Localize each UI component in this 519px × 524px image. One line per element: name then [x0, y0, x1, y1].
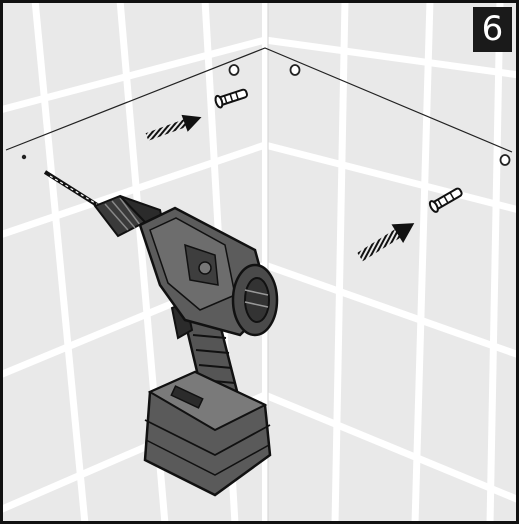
drill-battery-pack: [143, 370, 272, 497]
insert-direction-arrow-icon: [357, 223, 415, 262]
cordless-drill-icon: [43, 170, 279, 497]
drill-bit: [43, 170, 107, 212]
step-number-badge: 6: [473, 7, 512, 52]
drill-motor-housing: [138, 206, 279, 337]
insert-direction-arrow-icon: [145, 114, 202, 141]
wall-plug-anchor-icon: [214, 88, 248, 109]
drilled-hole-icon: [21, 64, 511, 166]
right-wall-grout: [263, 0, 519, 524]
marking-line: [5, 47, 513, 153]
wall-plug-anchor-icon: [428, 187, 463, 213]
